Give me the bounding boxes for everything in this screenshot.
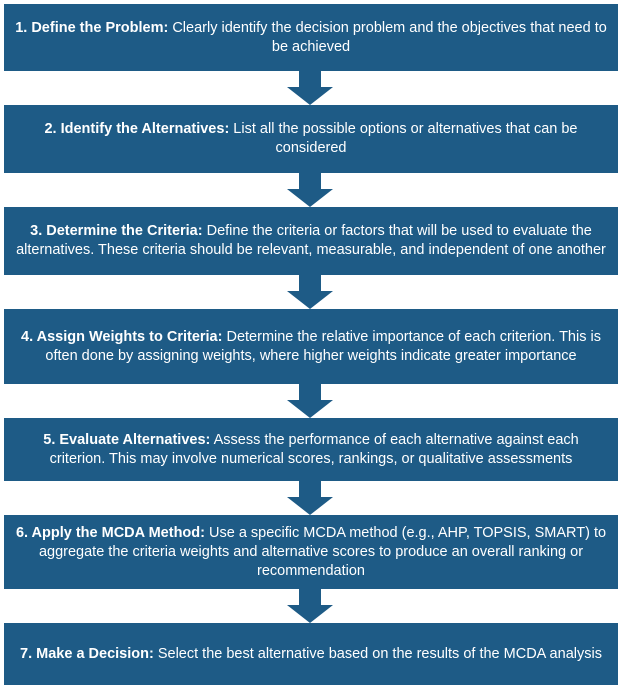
step-7-text: 7. Make a Decision: Select the best alte… bbox=[20, 645, 602, 664]
arrow-down-icon bbox=[287, 589, 333, 623]
step-3-text: 3. Determine the Criteria: Define the cr… bbox=[14, 222, 608, 260]
step-4-title: 4. Assign Weights to Criteria: bbox=[21, 328, 223, 345]
step-3-box: 3. Determine the Criteria: Define the cr… bbox=[4, 207, 618, 275]
step-1-description: Clearly identify the decision problem an… bbox=[168, 19, 607, 55]
step-1-box: 1. Define the Problem: Clearly identify … bbox=[4, 4, 618, 71]
step-1-text: 1. Define the Problem: Clearly identify … bbox=[14, 19, 608, 57]
step-7-title: 7. Make a Decision: bbox=[20, 645, 154, 662]
step-6-description: Use a specific MCDA method (e.g., AHP, T… bbox=[38, 524, 607, 579]
arrow-down-icon bbox=[287, 71, 333, 105]
step-2-description: List all the possible options or alterna… bbox=[229, 121, 578, 156]
step-6-title: 6. Apply the MCDA Method: bbox=[15, 524, 205, 541]
step-1-title: 1. Define the Problem: bbox=[15, 19, 169, 36]
step-5-title: 5. Evaluate Alternatives: bbox=[43, 431, 211, 448]
arrow-down-icon bbox=[287, 481, 333, 515]
step-2-box: 2. Identify the Alternatives: List all t… bbox=[4, 105, 618, 173]
step-3-title: 3. Determine the Criteria: bbox=[30, 223, 203, 239]
step-4-text: 4. Assign Weights to Criteria: Determine… bbox=[14, 328, 608, 366]
step-5-box: 5. Evaluate Alternatives: Assess the per… bbox=[4, 418, 618, 481]
step-7-description: Select the best alternative based on the… bbox=[153, 645, 602, 662]
step-2-title: 2. Identify the Alternatives: bbox=[44, 121, 230, 137]
arrow-down-icon bbox=[287, 384, 333, 418]
step-5-description: Assess the performance of each alternati… bbox=[49, 431, 579, 467]
step-6-text: 6. Apply the MCDA Method: Use a specific… bbox=[14, 524, 608, 581]
step-7-box: 7. Make a Decision: Select the best alte… bbox=[4, 623, 618, 685]
step-5-text: 5. Evaluate Alternatives: Assess the per… bbox=[14, 431, 608, 469]
step-4-box: 4. Assign Weights to Criteria: Determine… bbox=[4, 309, 618, 384]
step-2-text: 2. Identify the Alternatives: List all t… bbox=[14, 120, 608, 158]
step-4-description: Determine the relative importance of eac… bbox=[45, 328, 601, 364]
arrow-down-icon bbox=[287, 275, 333, 309]
step-6-box: 6. Apply the MCDA Method: Use a specific… bbox=[4, 515, 618, 589]
arrow-down-icon bbox=[287, 173, 333, 207]
step-3-description: Define the criteria or factors that will… bbox=[16, 223, 606, 258]
